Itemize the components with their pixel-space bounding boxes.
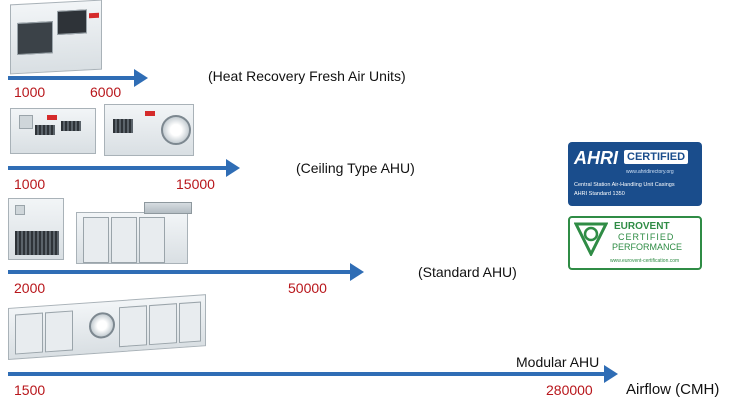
ahri-description-line2: AHRI Standard 1350: [574, 191, 625, 197]
standard-ahu-small-image: [8, 198, 64, 260]
airflow-arrow-ceiling: [8, 159, 240, 177]
airflow-min-standard: 2000: [14, 280, 46, 296]
ceiling-ahu-small-image: [10, 108, 96, 154]
eurovent-certified-text: CERTIFIED: [618, 232, 675, 242]
eurovent-website: www.eurovent-certification.com: [610, 258, 680, 264]
airflow-max-standard: 50000: [288, 280, 327, 296]
standard-ahu-large-image: [76, 212, 188, 264]
eurovent-title: EUROVENT: [614, 221, 670, 232]
label-ceiling: (Ceiling Type AHU): [296, 160, 415, 176]
airflow-min-modular: 1500: [14, 382, 46, 398]
eurovent-certified-logo: EUROVENT CERTIFIED PERFORMANCE www.eurov…: [568, 216, 702, 270]
airflow-max-ceiling: 15000: [176, 176, 215, 192]
eurovent-triangle-icon: [574, 222, 608, 256]
airflow-max-heat-recovery: 6000: [90, 84, 122, 100]
airflow-arrow-heat-recovery: [8, 69, 148, 87]
ahri-certified-badge: CERTIFIED: [624, 150, 689, 164]
ahri-description-line1: Central Station Air-Handling Unit Casing…: [574, 182, 675, 188]
airflow-arrow-standard: [8, 263, 364, 281]
airflow-min-ceiling: 1000: [14, 176, 46, 192]
label-standard: (Standard AHU): [418, 264, 517, 280]
label-heat-recovery: (Heat Recovery Fresh Air Units): [208, 68, 406, 84]
airflow-axis-label: Airflow (CMH): [626, 381, 720, 398]
standard-ahu-duct-image: [144, 202, 192, 214]
ceiling-ahu-large-image: [104, 104, 194, 156]
label-modular: Modular AHU: [516, 354, 600, 370]
ahri-logo-text: AHRI: [574, 148, 618, 168]
airflow-min-heat-recovery: 1000: [14, 84, 46, 100]
heat-recovery-unit-image: [10, 0, 102, 75]
ahri-website: www.ahridirectory.org: [626, 169, 674, 175]
eurovent-performance-text: PERFORMANCE: [612, 242, 683, 252]
airflow-max-modular: 280000: [546, 382, 593, 398]
modular-ahu-image: [8, 294, 206, 360]
airflow-axis-arrow: [8, 365, 618, 383]
ahri-certified-logo: AHRI CERTIFIED www.ahridirectory.org Cen…: [568, 142, 702, 206]
